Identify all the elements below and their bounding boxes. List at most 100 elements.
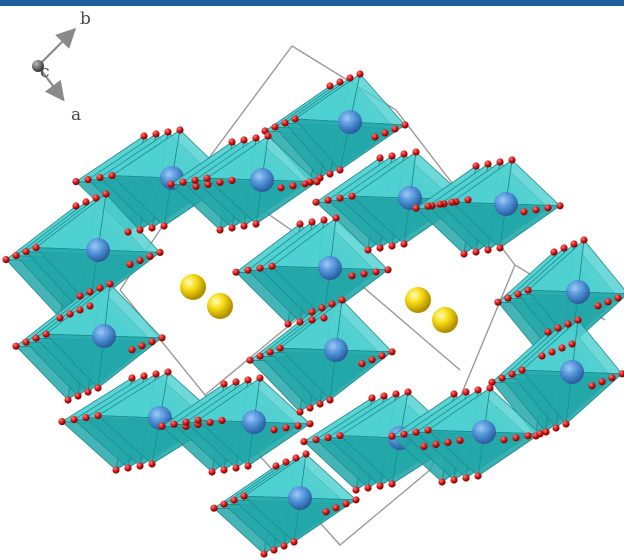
oxygen-atom-icon [271, 123, 279, 131]
central-atom-icon [318, 256, 342, 280]
oxygen-atom-icon [508, 156, 516, 164]
oxygen-atom-icon [244, 266, 252, 274]
cation-atom-icon [207, 293, 233, 319]
oxygen-atom-icon [376, 244, 384, 252]
oxygen-atom-icon [2, 256, 10, 264]
oxygen-atom-icon [76, 292, 84, 300]
oxygen-atom-icon [360, 270, 368, 278]
oxygen-atom-icon [552, 424, 560, 432]
oxygen-atom-icon [412, 204, 420, 212]
oxygen-atom-icon [296, 408, 304, 416]
oxygen-atom-icon [74, 392, 82, 400]
oxygen-atom-icon [558, 344, 566, 352]
oxygen-atom-icon [289, 182, 297, 190]
oxygen-atom-icon [312, 436, 320, 444]
oxygen-atom-icon [544, 328, 552, 336]
oxygen-atom-icon [352, 486, 360, 494]
oxygen-atom-icon [203, 174, 211, 182]
oxygen-atom-icon [294, 422, 302, 430]
axis-label-b: b [80, 9, 91, 29]
oxygen-atom-icon [348, 272, 356, 280]
oxygen-atom-icon [504, 294, 512, 302]
oxygen-atom-icon [42, 330, 50, 338]
oxygen-atom-icon [232, 268, 240, 276]
oxygen-atom-icon [313, 178, 321, 186]
oxygen-atom-icon [208, 468, 216, 476]
oxygen-atom-icon [376, 154, 384, 162]
oxygen-atom-icon [496, 244, 504, 252]
oxygen-atom-icon [182, 418, 190, 426]
oxygen-atom-icon [108, 172, 116, 180]
oxygen-atom-icon [338, 296, 346, 304]
oxygen-atom-icon [328, 300, 336, 308]
oxygen-atom-icon [336, 166, 344, 174]
oxygen-atom-icon [252, 134, 260, 142]
oxygen-atom-icon [306, 404, 314, 412]
oxygen-atom-icon [494, 298, 502, 306]
oxygen-atom-icon [128, 374, 136, 382]
oxygen-atom-icon [136, 226, 144, 234]
oxygen-atom-icon [508, 370, 516, 378]
oxygen-atom-icon [391, 125, 399, 133]
octahedron-icon [490, 318, 624, 438]
oxygen-atom-icon [220, 380, 228, 388]
oxygen-atom-icon [570, 240, 578, 248]
oxygen-atom-icon [272, 462, 280, 470]
oxygen-atom-icon [228, 224, 236, 232]
oxygen-atom-icon [308, 316, 316, 324]
oxygen-atom-icon [160, 222, 168, 230]
oxygen-atom-icon [554, 324, 562, 332]
oxygen-atom-icon [514, 290, 522, 298]
oxygen-atom-icon [206, 418, 214, 426]
oxygen-atom-icon [462, 388, 470, 396]
oxygen-atom-icon [280, 542, 288, 550]
oxygen-atom-icon [352, 496, 360, 504]
oxygen-atom-icon [322, 508, 330, 516]
oxygen-atom-icon [381, 129, 389, 137]
oxygen-atom-icon [320, 216, 328, 224]
oxygen-atom-icon [306, 420, 314, 428]
oxygen-atom-icon [292, 454, 300, 462]
oxygen-atom-icon [436, 200, 444, 208]
oxygen-atom-icon [230, 496, 238, 504]
oxygen-atom-icon [58, 418, 66, 426]
oxygen-atom-icon [308, 218, 316, 226]
octahedron-icon [60, 371, 224, 471]
octahedron-icon [160, 377, 312, 473]
oxygen-atom-icon [524, 432, 532, 440]
oxygen-atom-icon [486, 384, 494, 392]
c-axis-origin-icon [32, 60, 44, 72]
oxygen-atom-icon [152, 370, 160, 378]
oxygen-atom-icon [588, 382, 596, 390]
oxygen-atom-icon [140, 372, 148, 380]
oxygen-atom-icon [318, 304, 326, 312]
oxygen-atom-icon [342, 500, 350, 508]
oxygen-atom-icon [210, 504, 218, 512]
oxygen-atom-icon [256, 352, 264, 360]
oxygen-atom-icon [512, 434, 520, 442]
oxygen-atom-icon [424, 202, 432, 210]
oxygen-atom-icon [12, 252, 20, 260]
oxygen-atom-icon [608, 374, 616, 382]
oxygen-atom-icon [266, 348, 274, 356]
oxygen-atom-icon [550, 248, 558, 256]
oxygen-atom-icon [56, 314, 64, 322]
oxygen-atom-icon [614, 294, 622, 302]
oxygen-atom-icon [282, 424, 290, 432]
oxygen-atom-icon [164, 128, 172, 136]
oxygen-atom-icon [498, 374, 506, 382]
oxygen-atom-icon [544, 204, 552, 212]
cation-atom-icon [180, 274, 206, 300]
central-atom-icon [86, 238, 110, 262]
oxygen-atom-icon [336, 78, 344, 86]
oxygen-atom-icon [450, 390, 458, 398]
oxygen-atom-icon [270, 546, 278, 554]
oxygen-atom-icon [462, 474, 470, 482]
oxygen-atom-icon [308, 308, 316, 316]
oxygen-atom-icon [320, 314, 328, 322]
oxygen-atom-icon [64, 396, 72, 404]
oxygen-atom-icon [84, 388, 92, 396]
oxygen-atom-icon [332, 504, 340, 512]
oxygen-atom-icon [220, 500, 228, 508]
